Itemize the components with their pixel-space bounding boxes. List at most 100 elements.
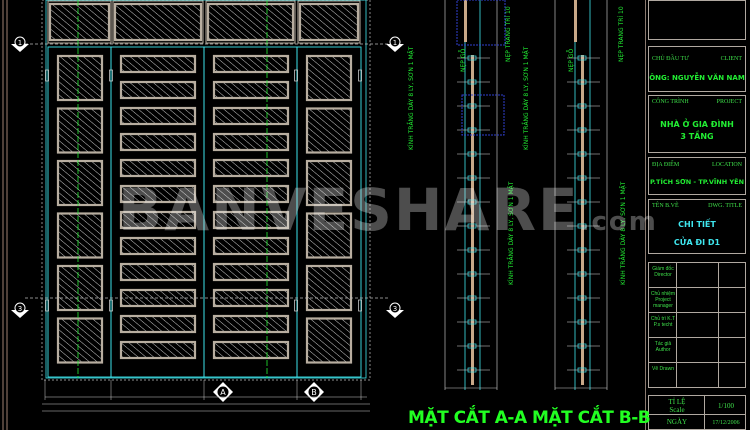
glass-panel (212, 184, 290, 204)
transom-frame (112, 0, 204, 44)
project-value-2: 3 TẦNG (680, 132, 714, 141)
bead-block (577, 319, 587, 325)
section-note: NẸP TRANG TRÍ 10 (618, 6, 625, 62)
location-label-vn: ĐỊA ĐIỂM (652, 162, 680, 168)
glass-panel (212, 210, 290, 230)
bead-block (577, 151, 587, 157)
glass-panel (119, 158, 197, 178)
glass-panel (119, 262, 197, 282)
glass-panel (212, 314, 290, 334)
bead-block (577, 247, 587, 253)
glass-panel (305, 107, 353, 154)
glass-section (574, 0, 577, 42)
hinge (294, 299, 298, 312)
glass-panel (305, 317, 353, 364)
axis-marker (389, 302, 401, 314)
bead-block (467, 247, 477, 253)
hinge (45, 69, 49, 82)
bead-block (467, 367, 477, 373)
scale-label-vn: TỈ LỆ (668, 398, 686, 406)
table-divider (648, 362, 746, 363)
client-box: CHỦ ĐẦU TƯ CLIENT ÔNG: NGUYỄN VĂN NAM (648, 46, 746, 92)
section-marker (307, 385, 321, 399)
table-divider (648, 312, 746, 313)
axis-marker-arrow (386, 310, 404, 318)
section-note: KÍNH TRẮNG DÀY 8 LY, SƠN 1 MẶT (408, 46, 415, 150)
client-label-vn: CHỦ ĐẦU TƯ (652, 56, 689, 62)
glass-panel (119, 184, 197, 204)
table-divider (718, 262, 719, 388)
title-label-en: DWG. TITLE (708, 203, 742, 209)
door-leaf (296, 46, 362, 378)
section-marker-label: A (220, 388, 226, 397)
axis-marker (14, 302, 26, 314)
glass-panel (119, 236, 197, 256)
logo-box (648, 0, 746, 40)
signature-label: Chủ trì K.T P.s techt (650, 316, 676, 328)
project-box: CÔNG TRÌNH PROJECT NHÀ Ở GIA ĐÌNH 3 TẦNG (648, 95, 746, 153)
client-value: ÔNG: NGUYỄN VĂN NAM (649, 74, 745, 82)
axis-marker-label: 3 (393, 305, 397, 313)
axis-marker (389, 36, 401, 48)
glass-panel (212, 106, 290, 126)
glass-panel (119, 314, 197, 334)
glass-panel (212, 262, 290, 282)
bead-block (577, 103, 587, 109)
signature-table (648, 262, 746, 388)
section-marker-label: B (311, 388, 317, 397)
axis-marker-label: 1 (18, 39, 22, 47)
transom-frame (297, 0, 361, 44)
bead-block (467, 199, 477, 205)
glass-panel (305, 159, 353, 207)
watermark: BANVESHARE.com (118, 176, 658, 244)
glass-panel (119, 106, 197, 126)
bead-block (467, 55, 477, 61)
signature-label: Giám đốc Director (652, 266, 674, 278)
glass-panel (212, 54, 290, 74)
dwg-title-value: CHI TIẾT (678, 220, 716, 229)
bead-block (467, 343, 477, 349)
bead-block (577, 199, 587, 205)
hinge (294, 69, 298, 82)
bead-block (467, 271, 477, 277)
glass-panel (305, 212, 353, 259)
title-block (645, 0, 750, 430)
glass-panel (212, 158, 290, 178)
location-box: ĐỊA ĐIỂM LOCATION P.TÍCH SƠN - TP.VĨNH Y… (648, 157, 746, 195)
bead-block (577, 79, 587, 85)
bead-block (467, 319, 477, 325)
glass-panel (119, 210, 197, 230)
glass-panel (113, 2, 203, 42)
glass-panel (206, 2, 295, 42)
glass-panel (56, 264, 104, 312)
signature-label: Vẽ Drawn (652, 366, 674, 372)
section-note: NẸP TRANG TRÍ 10 (505, 6, 512, 62)
axis-marker-arrow (11, 44, 29, 52)
outer-frame (41, 0, 371, 381)
bead-block (577, 55, 587, 61)
location-value: P.TÍCH SƠN - TP.VĨNH YÊN (649, 178, 745, 186)
scale-date-box: TỈ LỆ Scale 1/100 NGÀY 17/12/2006 (648, 395, 746, 430)
bead-block (577, 223, 587, 229)
glass-panel (48, 2, 111, 42)
dwg-title-value-2: CỬA ĐI D1 (673, 238, 721, 247)
bead-block (577, 295, 587, 301)
glass-panel (119, 340, 197, 360)
bead-block (577, 127, 587, 133)
dwg-title-box: TÊN B.VẼ DWG. TITLE CHI TIẾT CỬA ĐI D1 (648, 199, 746, 254)
scale-label-en: Scale (669, 406, 685, 414)
glass-panel (56, 107, 104, 154)
bead-block (467, 223, 477, 229)
bead-block (467, 103, 477, 109)
bead-block (577, 175, 587, 181)
glass-panel (305, 54, 353, 102)
glass-panel (298, 2, 360, 42)
detail-box (461, 94, 505, 136)
glass-panel (119, 54, 197, 74)
glass-panel (56, 54, 104, 102)
hinge (109, 299, 113, 312)
client-label-en: CLIENT (720, 56, 742, 62)
hinge (358, 299, 362, 312)
axis-marker-label: 1 (393, 39, 397, 47)
